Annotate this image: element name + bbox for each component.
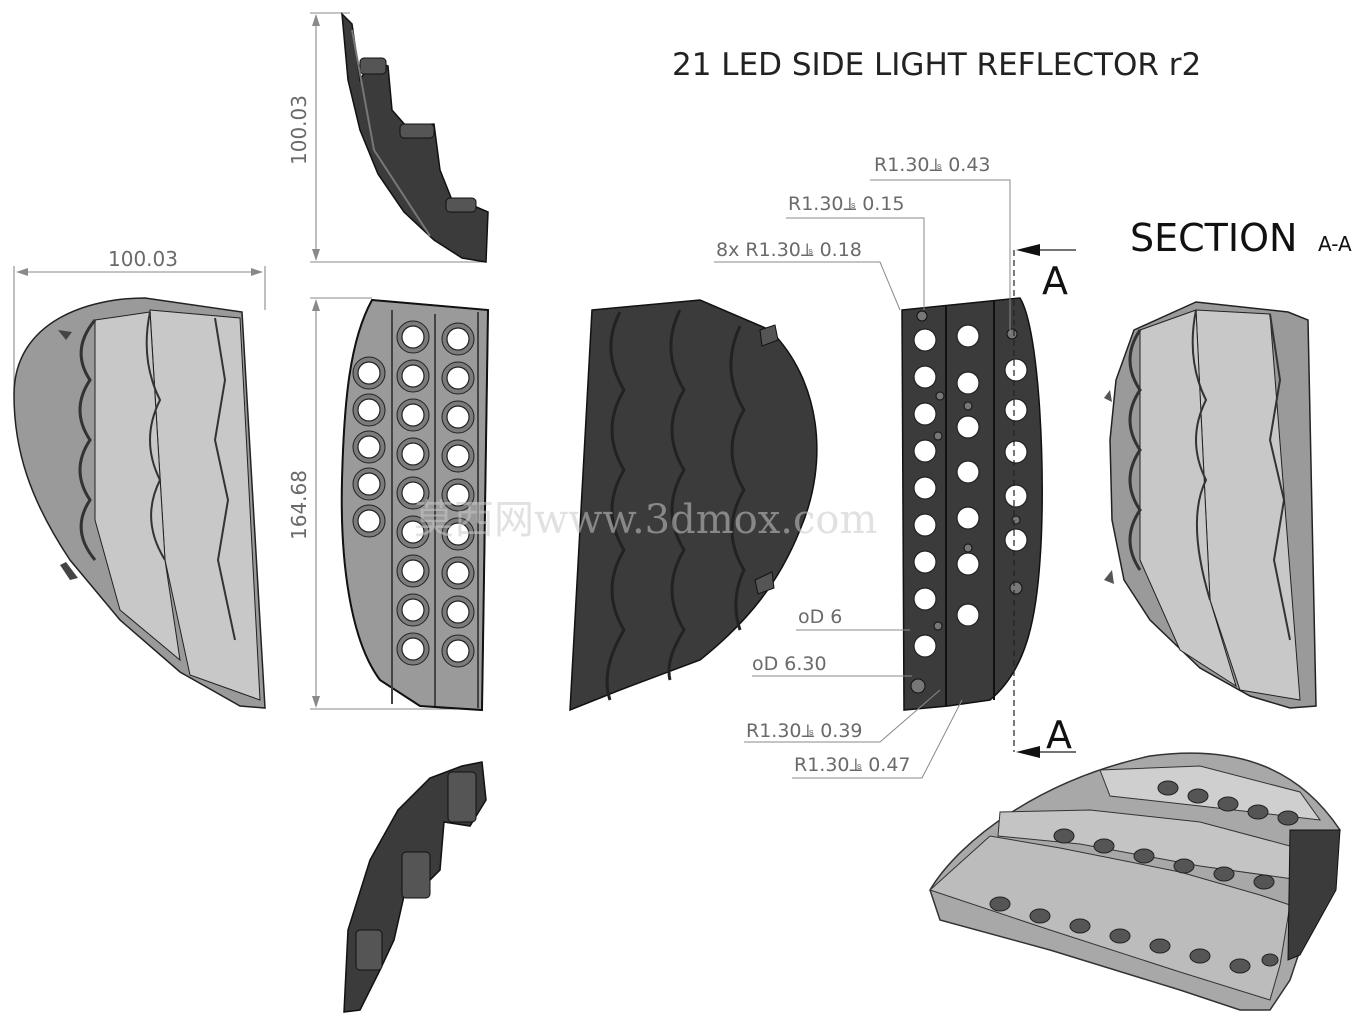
callout-8x-r130-018: 8x R1.30⫡ 0.18 xyxy=(716,239,862,261)
front-view: 164.68 xyxy=(287,297,490,712)
top-view: 100.03 xyxy=(287,12,489,263)
drawing-title: 21 LED SIDE LIGHT REFLECTOR r2 xyxy=(672,47,1201,83)
rear-view xyxy=(569,299,818,712)
front-width-dim: 100.03 xyxy=(108,247,178,271)
cut-label-bottom: A xyxy=(1046,713,1072,757)
detail-led-column-3 xyxy=(1004,358,1028,552)
callout-od-630: oD 6.30 xyxy=(752,653,827,675)
bottom-view xyxy=(343,761,487,1013)
section-label: SECTION xyxy=(1130,216,1297,260)
left-view: 100.03 xyxy=(13,247,266,709)
front-led-column-3 xyxy=(441,322,475,668)
detail-led-column-2 xyxy=(956,324,980,627)
isometric-view xyxy=(929,752,1341,1011)
callout-r130-015: R1.30⫡ 0.15 xyxy=(788,193,905,215)
front-height-dim: 164.68 xyxy=(287,470,311,540)
section-view xyxy=(1104,301,1317,709)
front-led-column-2 xyxy=(396,320,430,666)
callout-od-6: oD 6 xyxy=(798,606,842,628)
section-sublabel: A-A xyxy=(1318,232,1352,256)
watermark: 莫西网www.3dmox.com xyxy=(414,497,877,543)
detail-led-column-1 xyxy=(913,328,937,658)
callout-r130-039: R1.30⫡ 0.39 xyxy=(746,720,863,742)
front-led-column-1 xyxy=(352,356,386,538)
callout-r130-047: R1.30⫡ 0.47 xyxy=(794,754,911,776)
callout-r130-043: R1.30⫡ 0.43 xyxy=(874,154,991,176)
top-height-dim: 100.03 xyxy=(287,95,311,165)
detail-view: A A R1.30⫡ 0.43 R1.30⫡ 0.15 8x R1.30⫡ 0.… xyxy=(714,154,1076,779)
cut-label-top: A xyxy=(1042,259,1068,303)
